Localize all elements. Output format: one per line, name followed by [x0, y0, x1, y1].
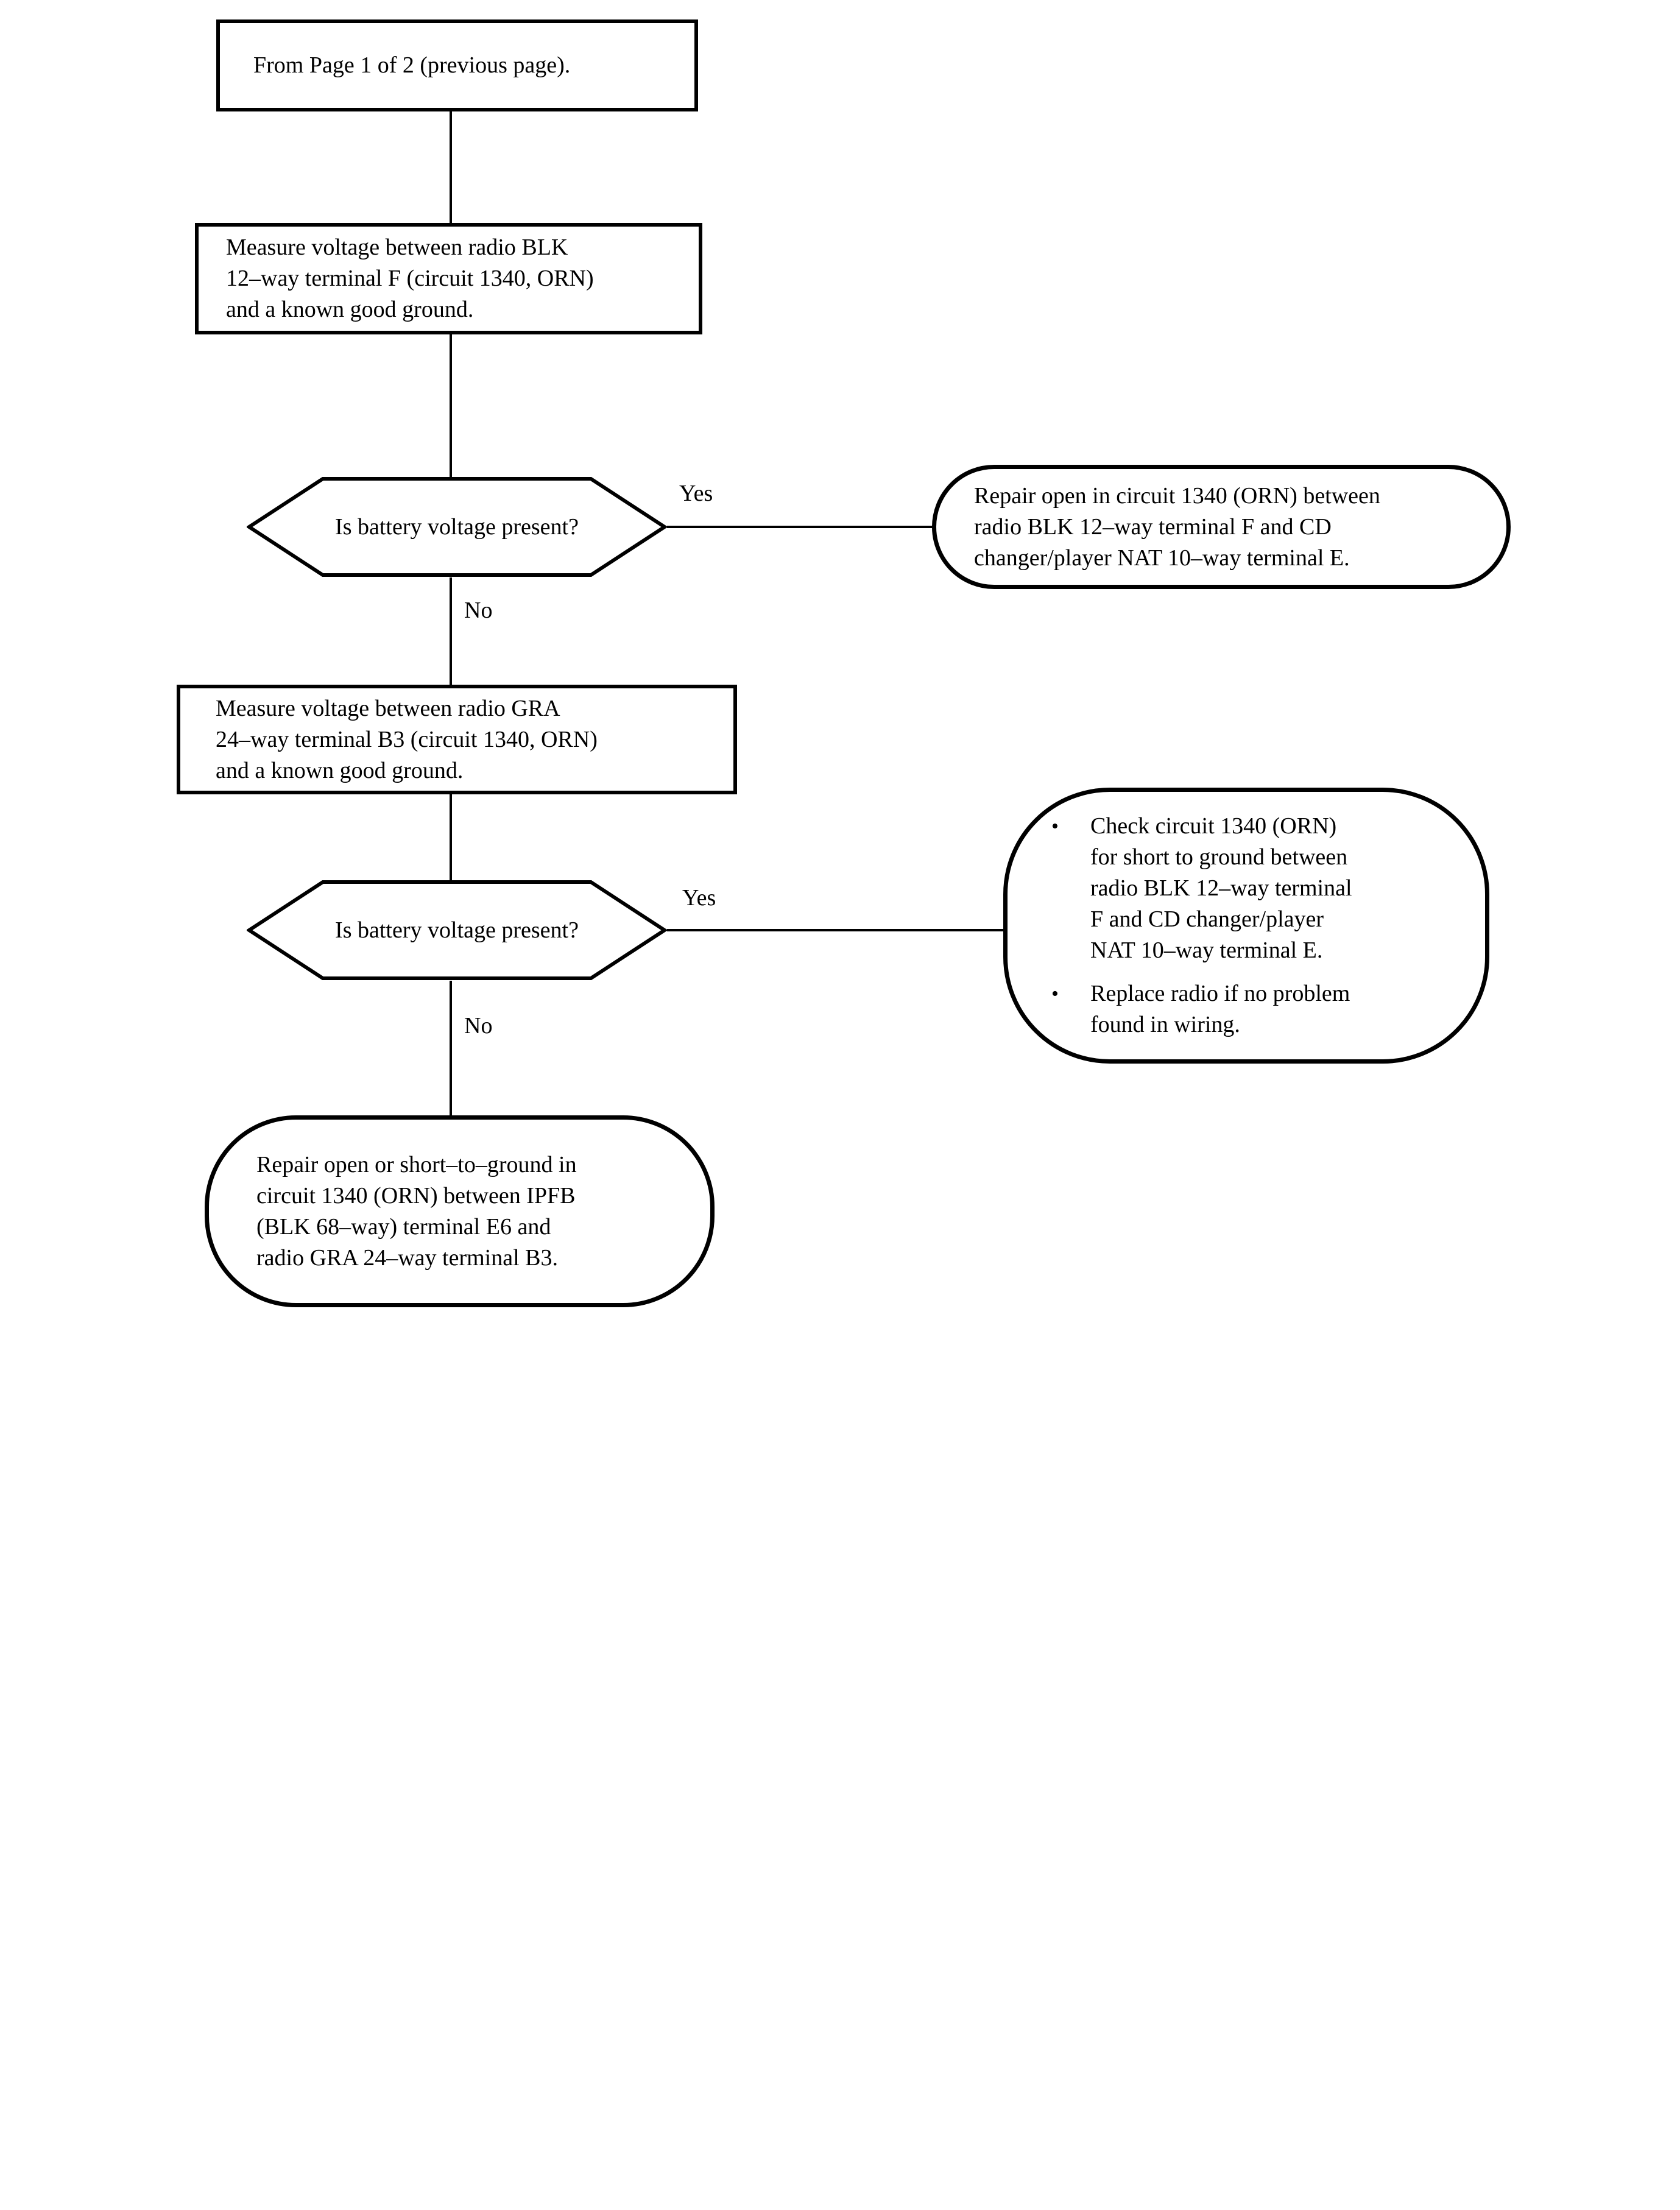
node-repair-open-short-text: Repair open or short–to–ground in circui… [256, 1151, 577, 1271]
node-repair-open-text: Repair open in circuit 1340 (ORN) betwee… [974, 482, 1380, 571]
label-yes-2: Yes [682, 885, 716, 911]
bullet-list: • Check circuit 1340 (ORN) for short to … [1043, 811, 1467, 1040]
connector-decision2-no [450, 981, 452, 1117]
node-measure-blk-text: Measure voltage between radio BLK 12–way… [226, 235, 594, 322]
hexagon-shape [247, 477, 667, 577]
node-start-text: From Page 1 of 2 (previous page). [253, 52, 571, 78]
label-yes-1: Yes [679, 481, 713, 506]
node-decision1: Is battery voltage present? [247, 476, 667, 577]
node-decision2: Is battery voltage present? [247, 880, 667, 981]
node-repair-open: Repair open in circuit 1340 (ORN) betwee… [932, 465, 1511, 589]
label-no-1: No [464, 598, 493, 623]
bullet-item-text: Check circuit 1340 (ORN) for short to gr… [1090, 813, 1352, 963]
bullet-item: • Replace radio if no problem found in w… [1043, 978, 1467, 1040]
bullet-icon: • [1051, 983, 1059, 1005]
connector-measure-blk-to-decision1 [450, 334, 452, 478]
bullet-item: • Check circuit 1340 (ORN) for short to … [1043, 811, 1467, 966]
bullet-icon: • [1051, 815, 1059, 838]
node-measure-gra-text: Measure voltage between radio GRA 24–way… [216, 695, 598, 783]
node-check-circuit: • Check circuit 1340 (ORN) for short to … [1003, 788, 1489, 1064]
node-repair-open-short: Repair open or short–to–ground in circui… [205, 1115, 715, 1307]
bullet-item-text: Replace radio if no problem found in wir… [1090, 981, 1350, 1037]
node-decision1-text: Is battery voltage present? [335, 514, 579, 540]
node-decision2-text: Is battery voltage present? [335, 917, 579, 943]
connector-start-to-measure-blk [450, 111, 452, 224]
label-no-2: No [464, 1013, 493, 1039]
connector-decision1-yes [667, 526, 933, 528]
connector-decision1-no [450, 577, 452, 686]
node-measure-gra: Measure voltage between radio GRA 24–way… [177, 685, 737, 794]
hexagon-shape [247, 880, 667, 980]
connector-decision2-yes [667, 929, 1004, 931]
node-start: From Page 1 of 2 (previous page). [216, 19, 698, 111]
connector-measure-gra-to-decision2 [450, 794, 452, 881]
node-measure-blk: Measure voltage between radio BLK 12–way… [195, 223, 702, 334]
